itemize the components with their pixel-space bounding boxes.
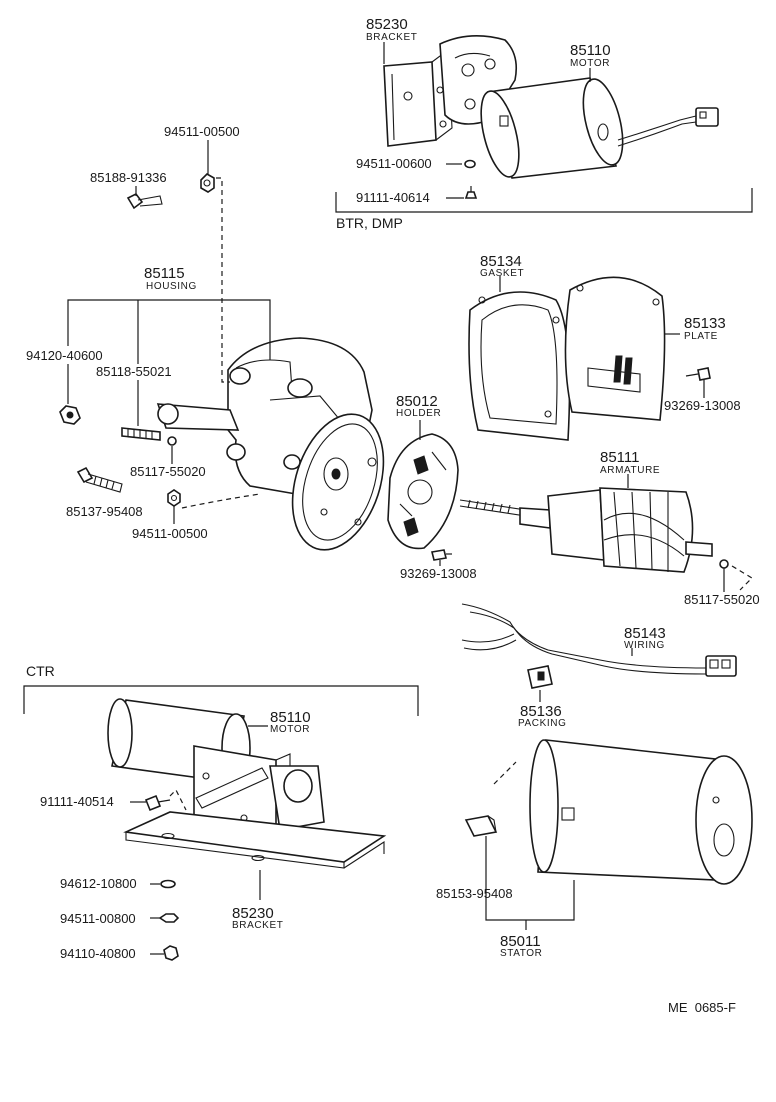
stud-85118-label: 85118-55021	[96, 364, 172, 379]
washer-ctr-label: 94612-10800	[60, 876, 137, 891]
nut-housing-bottom-part	[167, 489, 181, 507]
stator-dash	[493, 761, 517, 785]
stator-number: 85011	[500, 933, 541, 950]
btr-dmp-bracket-line	[335, 188, 753, 213]
screw-ctr-part	[144, 794, 171, 812]
ball-85117-housing-label: 85117-55020	[130, 464, 206, 479]
nut-top-label: 94511-00600	[356, 156, 432, 171]
housing-bottom-dash	[181, 493, 261, 509]
housing-nut-dash	[216, 177, 230, 383]
screw-top-label: 91111-40614	[356, 190, 430, 205]
plate-number: 85133	[684, 315, 726, 332]
holder-name: HOLDER	[396, 408, 441, 419]
stator-name: STATOR	[500, 948, 543, 959]
nut-94120-part	[59, 405, 81, 425]
bracket-ctr-number: 85230	[232, 905, 274, 922]
packing-name: PACKING	[518, 718, 566, 729]
nut-housing-top-part	[200, 173, 215, 193]
housing-name: HOUSING	[146, 281, 197, 292]
ball-85117-armature-label: 85117-55020	[684, 592, 760, 607]
wiring-part	[461, 603, 737, 677]
nut-top-part	[464, 159, 476, 169]
holder-number: 85012	[396, 393, 438, 410]
plate-part	[564, 276, 666, 421]
wiring-name: WIRING	[624, 640, 665, 651]
gasket-name: GASKET	[480, 268, 524, 279]
gearbox-ctr-part	[193, 745, 325, 843]
nut-housing-bottom-label: 94511-00500	[132, 526, 208, 541]
bolt-85137-label: 85137-95408	[66, 504, 143, 519]
armature-number: 85111	[600, 449, 640, 466]
motor-top-name: MOTOR	[570, 58, 610, 69]
packing-part	[527, 665, 553, 689]
gasket-number: 85134	[480, 253, 522, 270]
ball-85117-housing-part	[167, 436, 177, 446]
screw-top-part	[464, 186, 478, 199]
bolt-85137-part	[76, 466, 123, 493]
stator-callout-line	[485, 836, 575, 930]
bolt-85188-label: 85188-91336	[90, 170, 167, 185]
housing-callout-line	[67, 299, 271, 364]
screw-ctr-label: 91111-40514	[40, 794, 114, 809]
armature-ball-dash	[731, 565, 753, 591]
motor-top-wiring	[617, 107, 719, 147]
housing-part	[156, 337, 385, 551]
bolt-85153-part	[464, 815, 498, 837]
figure-code: ME 0685-F	[668, 1000, 736, 1015]
ctr-label: CTR	[26, 663, 55, 679]
wiring-number: 85143	[624, 625, 666, 642]
nut-ctr-1-part	[158, 913, 180, 923]
armature-name: ARMATURE	[600, 465, 660, 476]
plate-name: PLATE	[684, 331, 718, 342]
stud-85118-part	[121, 427, 161, 441]
nut-housing-top-label: 94511-00500	[164, 124, 240, 139]
screw-ctr-dash	[169, 788, 187, 811]
bolt-85188-part	[126, 192, 163, 210]
nut-ctr-2-label: 94110-40800	[60, 946, 136, 961]
btr-dmp-group	[335, 35, 753, 213]
screw-plate-part	[685, 367, 711, 381]
stator-part	[529, 739, 753, 885]
holder-part	[387, 433, 459, 550]
bracket-top-number: 85230	[366, 16, 408, 33]
housing-number: 85115	[144, 265, 185, 282]
bracket-top-name: BRACKET	[366, 32, 417, 43]
bolt-85153-label: 85153-95408	[436, 886, 513, 901]
gasket-part	[468, 291, 571, 441]
ctr-bracket-line	[23, 685, 419, 716]
washer-ctr-part	[160, 879, 176, 889]
motor-top-number: 85110	[570, 42, 611, 59]
bracket-ctr-name: BRACKET	[232, 920, 283, 931]
armature-part	[459, 487, 713, 573]
screw-plate-label: 93269-13008	[664, 398, 741, 413]
motor-ctr-name: MOTOR	[270, 724, 310, 735]
screw-holder-part	[431, 549, 452, 561]
screw-holder-label: 93269-13008	[400, 566, 477, 581]
nut-ctr-2-part	[163, 945, 179, 961]
packing-number: 85136	[520, 703, 562, 720]
ball-85117-armature-part	[719, 559, 729, 569]
nut-ctr-1-label: 94511-00800	[60, 911, 136, 926]
bracket-ctr-part	[123, 811, 387, 869]
btr-dmp-label: BTR, DMP	[336, 215, 403, 231]
motor-top-part	[480, 77, 624, 179]
motor-ctr-number: 85110	[270, 709, 311, 726]
nut-94120-label: 94120-40600	[26, 348, 103, 363]
